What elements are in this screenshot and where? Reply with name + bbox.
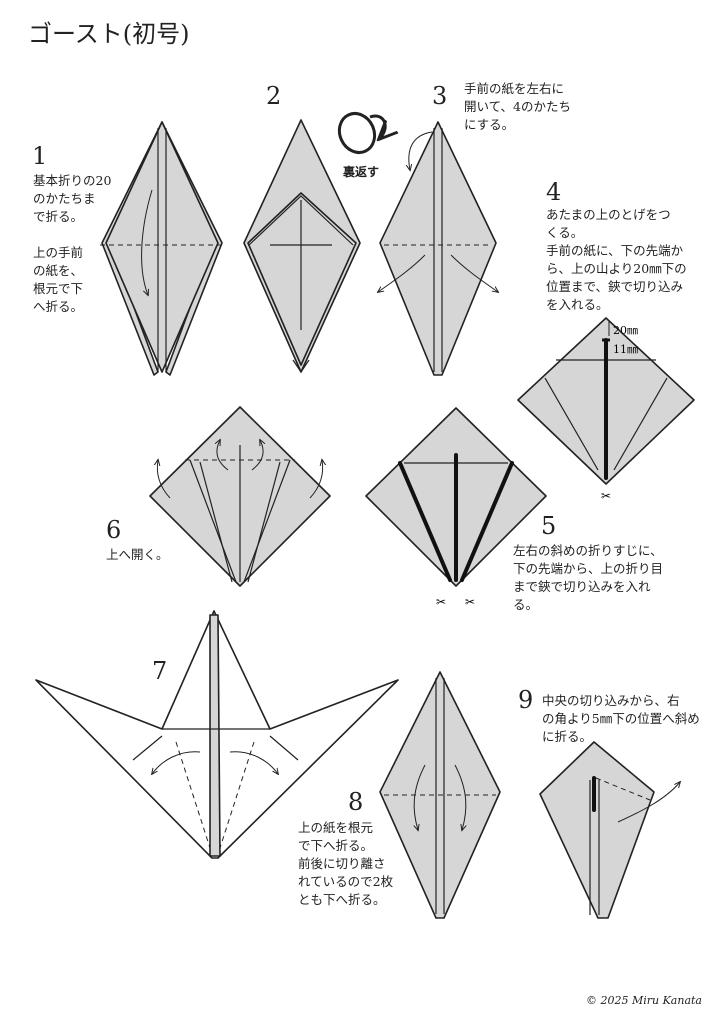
step-1-text: 基本折りの20 のかたちま で折る。 上の手前 の紙を、 根元で下 へ折る。 — [33, 173, 112, 314]
step-5-diagram: ✂ ✂ — [365, 407, 547, 609]
copyright: © 2025 Miru Kanata — [585, 994, 702, 1007]
step-5-number: 5 — [541, 512, 557, 540]
step-9-number: 9 — [518, 686, 534, 714]
flip-over-icon — [337, 112, 385, 154]
step-2-diagram — [243, 119, 361, 373]
scissors-icon: ✂ — [601, 489, 611, 503]
step-3-diagram — [378, 121, 498, 376]
dim-11mm: 11㎜ — [613, 343, 638, 356]
step-2-number: 2 — [266, 82, 282, 110]
scissors-icon: ✂ — [436, 595, 446, 609]
step-8-diagram — [379, 671, 501, 919]
step-8-number: 8 — [348, 788, 364, 816]
step-7-diagram — [35, 610, 399, 859]
step-4-number: 4 — [546, 178, 562, 206]
step-9-text: 中央の切り込みから、右 の角より5㎜下の位置へ斜め に折る。 — [542, 693, 700, 744]
step-4-diagram: 20㎜ 11㎜ ✂ — [517, 317, 695, 503]
step-3-text: 手前の紙を左右に 開いて、4のかたち にする。 — [464, 81, 571, 132]
step-4-text: あたまの上のとげをつ くる。 手前の紙に、下の先端か ら、上の山より20㎜下の … — [546, 207, 687, 312]
dim-20mm: 20㎜ — [613, 324, 638, 337]
flip-over-label: 裏返す — [343, 165, 380, 179]
page-title: ゴースト(初号) — [28, 20, 190, 48]
step-1-diagram — [100, 121, 224, 376]
step-6-text: 上へ開く。 — [106, 547, 169, 562]
step-6-number: 6 — [106, 516, 122, 544]
step-9-diagram — [539, 741, 680, 919]
step-7-number: 7 — [152, 657, 168, 685]
step-6-diagram — [149, 406, 331, 587]
step-3-number: 3 — [432, 82, 448, 110]
scissors-icon: ✂ — [465, 595, 475, 609]
step-5-text: 左右の斜めの折りすじに、 下の先端から、上の折り目 まで鋏で切り込みを入れ る。 — [513, 543, 664, 612]
step-1-number: 1 — [32, 142, 48, 170]
step-8-text: 上の紙を根元 で下へ折る。 前後に切り離さ れているので2枚 とも下へ折る。 — [298, 820, 394, 907]
